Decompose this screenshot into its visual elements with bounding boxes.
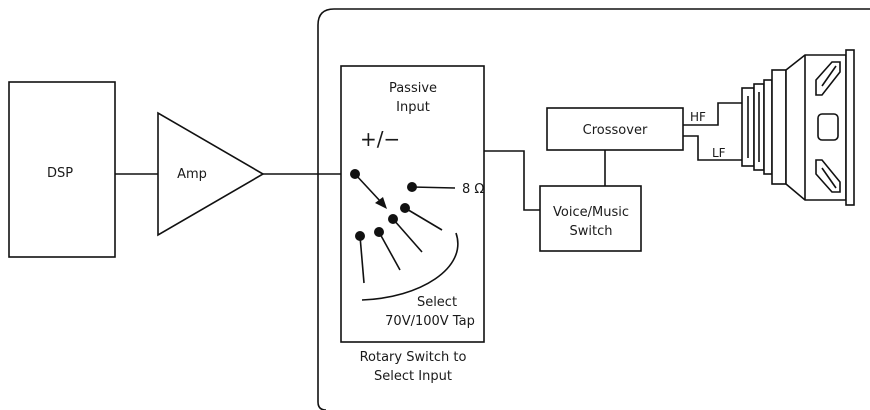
tap-label-line2: 70V/100V Tap	[385, 314, 475, 329]
voice-music-switch-block	[539, 185, 642, 252]
wire-hf	[683, 102, 742, 126]
voice-music-line1: Voice/Music	[553, 205, 629, 220]
tap-lead-4	[359, 235, 365, 284]
polarity-label: +/−	[360, 127, 400, 151]
impedance-label: 8 Ω	[462, 182, 484, 197]
switch-wiper	[354, 173, 382, 203]
voice-music-line2: Switch	[570, 224, 613, 239]
tap-lead-2	[392, 218, 423, 253]
hf-label: HF	[690, 110, 706, 124]
tap-selection-arc	[361, 232, 459, 301]
enclosure-outline	[317, 8, 870, 410]
panel-title-line2: Input	[396, 100, 430, 115]
tap-lead-3	[378, 231, 401, 271]
tap-label-line1: Select	[417, 295, 457, 310]
amplifier-triangle-icon	[157, 111, 265, 237]
crossover-block	[546, 107, 684, 151]
panel-title-line1: Passive	[389, 81, 437, 96]
crossover-label: Crossover	[583, 123, 648, 138]
caption-line2: Select Input	[374, 369, 452, 384]
dsp-label: DSP	[47, 166, 73, 181]
tap-lead-1	[404, 207, 443, 231]
speaker-driver-icon	[741, 49, 855, 206]
wire-lf	[683, 135, 742, 161]
amp-label: Amp	[177, 167, 207, 182]
dsp-block	[8, 81, 116, 258]
wire-panel-switch	[484, 150, 540, 211]
rotary-switch-icon	[350, 169, 459, 301]
lf-label: LF	[712, 146, 726, 160]
wiper-arrowhead	[375, 197, 387, 209]
tap-8ohm-lead	[411, 186, 456, 189]
caption-line1: Rotary Switch to	[360, 350, 467, 365]
rotary-switch-panel	[340, 65, 485, 343]
